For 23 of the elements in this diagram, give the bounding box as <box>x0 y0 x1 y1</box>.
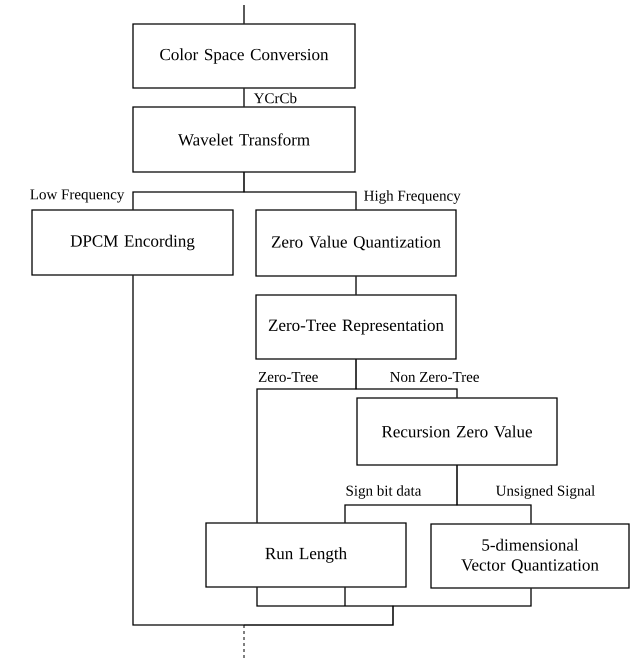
connector-line <box>243 5 245 24</box>
edge-label: Non Zero-Tree <box>390 372 479 382</box>
connector-line <box>355 276 357 294</box>
edge-label: YCrCb <box>254 92 296 104</box>
connector-line <box>243 172 357 210</box>
edge-label: High Frequency <box>364 190 461 204</box>
process-box: Zero-Tree Representation <box>255 294 457 360</box>
process-box: Wavelet Transform <box>132 106 356 173</box>
connector-line <box>243 88 245 106</box>
connector-line <box>132 276 244 626</box>
connector-line <box>456 466 532 524</box>
edge-label: Zero-Tree <box>258 372 318 382</box>
edge-label: Unsigned Signal <box>496 485 595 499</box>
process-box: DPCM Encording <box>31 209 234 276</box>
connector-line <box>355 360 458 398</box>
connector-line <box>244 588 532 626</box>
process-box: 5-dimensional Vector Quantization <box>430 523 630 589</box>
edge-label: Low Frequency <box>30 189 124 203</box>
process-box: Zero Value Quantization <box>255 209 457 277</box>
process-box: Recursion Zero Value <box>356 397 558 466</box>
process-box: Color Space Conversion <box>132 23 356 89</box>
process-box: Run Length <box>205 522 407 588</box>
edge-label: Sign bit data <box>346 485 422 499</box>
